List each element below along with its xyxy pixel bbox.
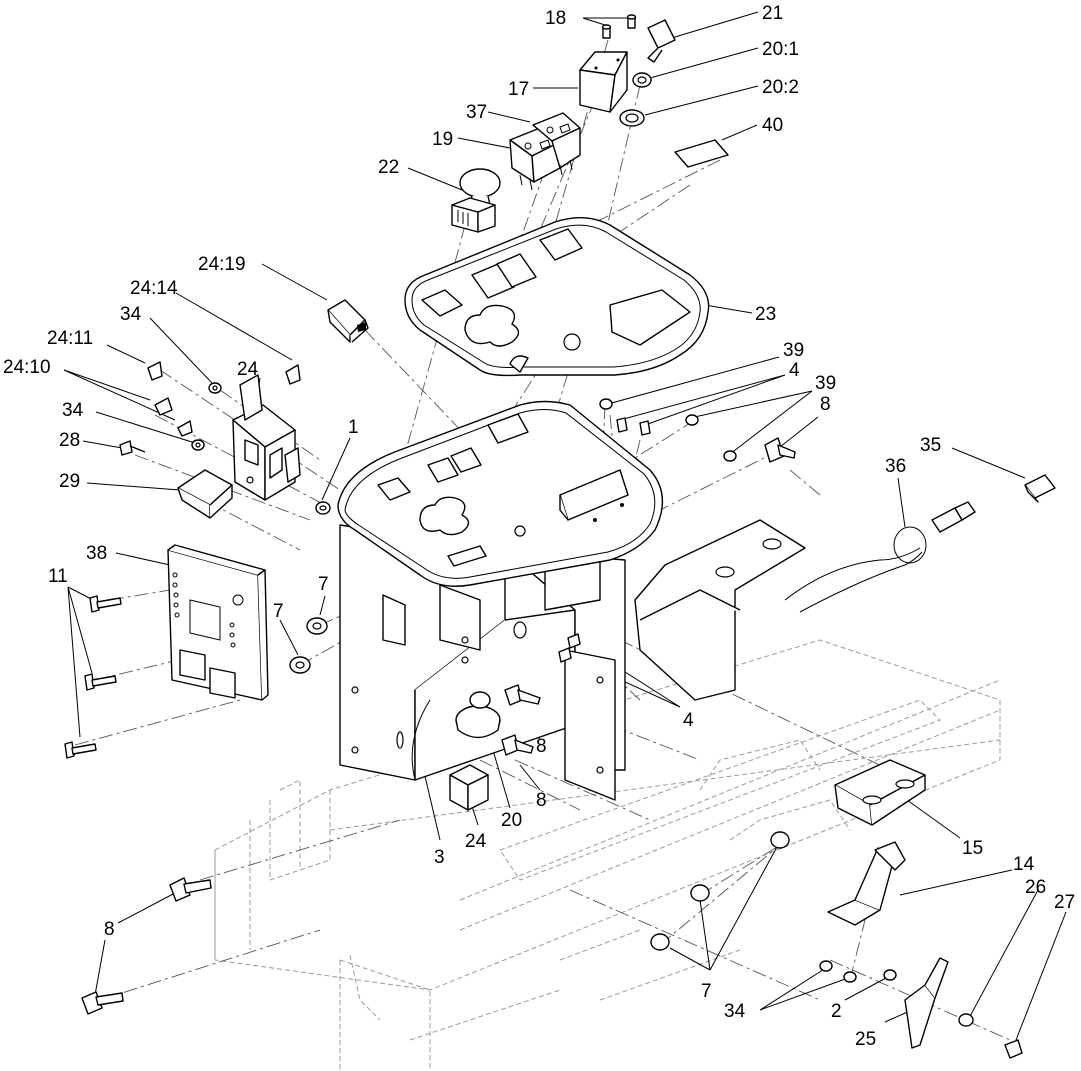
bolts-11 <box>64 595 122 759</box>
callout-18: 18 <box>545 8 566 29</box>
callout-7-c: 7 <box>701 981 712 1002</box>
callout-40: 40 <box>762 115 783 136</box>
fuse-block <box>119 361 331 515</box>
callout-21: 21 <box>762 3 783 24</box>
lower-right-brackets <box>819 759 1023 1059</box>
callout-39-a: 39 <box>783 340 804 361</box>
callout-25: 25 <box>855 1029 876 1050</box>
callout-34-c: 34 <box>724 1001 746 1022</box>
frame-phantom-outline <box>214 639 1001 1071</box>
callout-36: 36 <box>885 456 906 477</box>
callout-22: 22 <box>378 157 399 178</box>
callout-20: 20 <box>501 810 522 831</box>
control-panel-cover <box>404 217 710 377</box>
callout-35: 35 <box>920 435 941 456</box>
callout-28: 28 <box>59 430 80 451</box>
callout-27: 27 <box>1054 892 1075 913</box>
flange-nuts <box>289 398 796 951</box>
callout-24-a: 24 <box>237 359 259 380</box>
callout-4-b: 4 <box>683 710 694 731</box>
callout-11: 11 <box>48 566 68 587</box>
rocker-switches <box>509 112 581 191</box>
callout-37: 37 <box>466 102 487 123</box>
callout-29: 29 <box>59 471 80 492</box>
callout-15: 15 <box>962 838 983 859</box>
callout-20-2: 20:2 <box>762 77 799 98</box>
callout-34-a: 34 <box>120 304 142 325</box>
callout-4-a: 4 <box>789 360 800 381</box>
callout-19: 19 <box>432 129 453 150</box>
callout-20-1: 20:1 <box>762 39 799 60</box>
callout-24-11: 24:11 <box>47 328 93 349</box>
callout-26: 26 <box>1025 877 1046 898</box>
callout-17: 17 <box>508 79 529 100</box>
pto-knob <box>451 168 501 233</box>
callout-14: 14 <box>1013 854 1035 875</box>
controller-module <box>167 469 269 701</box>
callout-24-19: 24:19 <box>198 254 246 275</box>
callout-34-b: 34 <box>62 400 84 421</box>
callout-7-a: 7 <box>318 574 329 595</box>
callout-8-b: 8 <box>536 736 547 757</box>
frame-bolts <box>81 877 212 1015</box>
callout-8-a: 8 <box>820 394 831 415</box>
wire-harness <box>784 474 1056 613</box>
callout-24-10: 24:10 <box>3 357 51 378</box>
top-switch-parts <box>579 14 729 168</box>
callout-labels: 18 21 20:1 17 20:2 37 40 19 22 24:19 24:… <box>3 3 1075 1050</box>
callout-38: 38 <box>86 543 107 564</box>
callout-2: 2 <box>831 1001 842 1022</box>
callout-7-b: 7 <box>273 601 284 622</box>
callout-8-c: 8 <box>536 790 547 811</box>
callout-3: 3 <box>434 847 445 868</box>
callout-1: 1 <box>348 417 359 438</box>
callout-24-14: 24:14 <box>130 278 178 299</box>
callout-39-b: 39 <box>815 373 836 394</box>
callout-8-d: 8 <box>104 919 115 940</box>
connector-24-19 <box>327 299 369 343</box>
console-pedestal <box>337 400 806 801</box>
callout-24-b: 24 <box>465 831 487 852</box>
seat-switch <box>449 691 501 811</box>
callout-23: 23 <box>755 304 776 325</box>
